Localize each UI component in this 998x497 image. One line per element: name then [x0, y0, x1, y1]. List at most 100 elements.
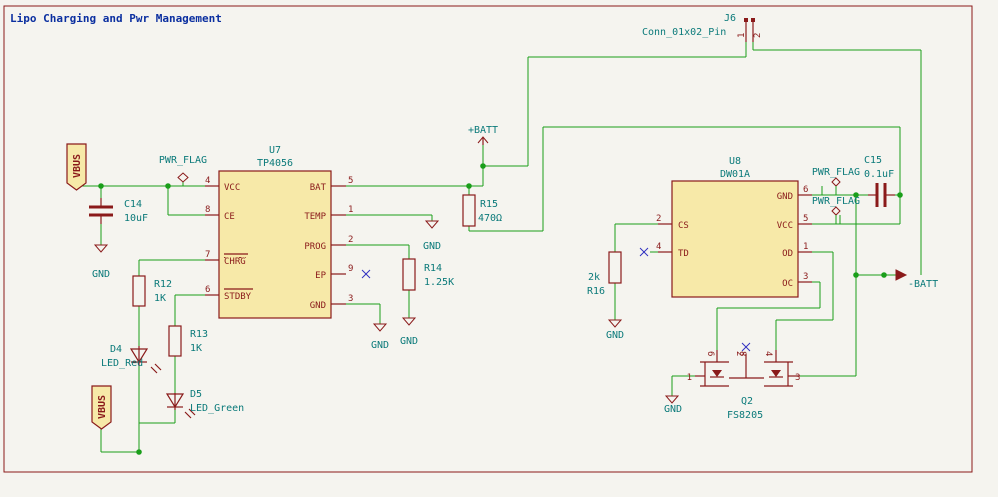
r15-resistor[interactable]: R15 470Ω [462, 194, 502, 227]
q2-pin-6: 6 [705, 351, 715, 356]
gnd-text-2: GND [423, 241, 441, 252]
batt-neg-symbol: -BATT [884, 269, 938, 290]
r15-value: 470Ω [478, 213, 502, 224]
u7-pin-8: 8 [205, 205, 210, 215]
c15-ref: C15 [864, 155, 882, 166]
r14-ref: R14 [424, 263, 442, 274]
u8-dw01a[interactable]: U8 DW01A 2 CS 4 TD 6 GND 5 VCC 1 OD 3 OC [656, 156, 812, 298]
u7-ref: U7 [269, 145, 281, 156]
d5-ref: D5 [190, 389, 202, 400]
c14-ref: C14 [124, 199, 142, 210]
batt-neg-text: -BATT [908, 279, 938, 290]
q2-pin-8: 8 [737, 351, 747, 356]
j6-value: Conn_01x02_Pin [642, 27, 726, 38]
no-connect-td [639, 247, 649, 257]
r12-ref: R12 [154, 279, 172, 290]
u7-tp4056[interactable]: U7 TP4056 4 VCC 8 CE 7 CHRG 6 STDBY 5 BA… [205, 145, 353, 319]
wires [80, 42, 922, 453]
gnd-text-4: GND [400, 336, 418, 347]
gnd-q2: GND [664, 395, 682, 415]
u8-pin-6: 6 [803, 185, 808, 195]
u7-pin-ce: CE [224, 212, 235, 222]
d4-ref: D4 [110, 344, 122, 355]
r13-resistor[interactable]: R13 1K [168, 325, 208, 357]
u8-ref: U8 [729, 156, 741, 167]
c14-value: 10uF [124, 213, 148, 224]
d4-value: LED_Red [101, 358, 143, 369]
u8-pin-vcc: VCC [777, 221, 793, 231]
pwr-flag-text: PWR_FLAG [159, 155, 207, 166]
pwr-flag-vcc-u8: PWR_FLAG [812, 196, 860, 224]
q2-pin-4: 4 [763, 351, 773, 356]
q2-fs8205[interactable]: Q2 FS8205 1 2 3 4 6 8 [687, 350, 801, 421]
q2-pin-3: 3 [795, 373, 800, 383]
pwr-flag-small-text-2: PWR_FLAG [812, 196, 860, 207]
gnd-c14: GND [92, 244, 110, 280]
q2-value: FS8205 [727, 410, 763, 421]
u7-pin-2: 2 [348, 235, 353, 245]
vbus-flag-top: VBUS [66, 143, 87, 191]
vbus-text-top: VBUS [72, 154, 83, 178]
u7-pin-stdby: STDBY [224, 292, 252, 302]
gnd-text-6: GND [664, 404, 682, 415]
u7-pin-3: 3 [348, 294, 353, 304]
d4-led-red[interactable]: D4 LED_Red [101, 344, 162, 374]
u8-pin-4: 4 [656, 242, 661, 252]
sheet-border [3, 5, 973, 473]
u8-pin-oc: OC [782, 279, 793, 289]
r16-ref: R16 [587, 286, 605, 297]
u7-pin-chrg: CHRG [224, 257, 246, 267]
r14-value: 1.25K [424, 277, 454, 288]
u7-pin-4: 4 [205, 176, 210, 186]
gnd-r14: GND [400, 317, 418, 347]
c15-value: 0.1uF [864, 169, 894, 180]
c15-capacitor[interactable]: C15 0.1uF [864, 155, 895, 207]
gnd-temp: GND [423, 220, 441, 252]
gnd-r16: GND [606, 319, 624, 341]
r13-ref: R13 [190, 329, 208, 340]
q2-pin-2: 2 [734, 351, 744, 356]
batt-pos-symbol: +BATT [468, 125, 498, 145]
gnd-text-5: GND [606, 330, 624, 341]
pwr-flag-gnd-u8: PWR_FLAG [812, 167, 860, 195]
u8-pin-5: 5 [803, 214, 808, 224]
r13-value: 1K [190, 343, 202, 354]
u8-pin-3: 3 [803, 272, 808, 282]
c14-capacitor[interactable]: C14 10uF [89, 198, 148, 224]
r12-value: 1K [154, 293, 166, 304]
u8-pin-1: 1 [803, 242, 808, 252]
u8-pin-td: TD [678, 249, 689, 259]
u7-value: TP4056 [257, 158, 293, 169]
vbus-flag-bottom: VBUS [91, 385, 112, 430]
u7-pin-7: 7 [205, 250, 210, 260]
u8-pin-od: OD [782, 249, 793, 259]
r12-resistor[interactable]: R12 1K [132, 275, 172, 307]
u7-pin-5: 5 [348, 176, 353, 186]
gnd-text-1: GND [92, 269, 110, 280]
q2-ref: Q2 [741, 396, 753, 407]
u7-pin-ep: EP [315, 271, 326, 281]
d5-value: LED_Green [190, 403, 244, 414]
u7-pin-vcc: VCC [224, 183, 240, 193]
j6-connector[interactable]: J6 Conn_01x02_Pin 1 2 [642, 13, 763, 42]
vbus-text-bottom: VBUS [97, 395, 108, 419]
u7-pin-bat: BAT [310, 183, 327, 193]
pwr-flag-u7: PWR_FLAG [159, 155, 207, 183]
j6-pin-2: 2 [753, 33, 763, 38]
u8-pin-cs: CS [678, 221, 689, 231]
r14-resistor[interactable]: R14 1.25K [402, 258, 454, 291]
u7-pin-gnd: GND [310, 301, 326, 311]
d5-led-green[interactable]: D5 LED_Green [165, 389, 244, 419]
r16-value: 2k [588, 272, 600, 283]
u7-pin-6: 6 [205, 285, 210, 295]
pwr-flag-small-text-1: PWR_FLAG [812, 167, 860, 178]
q2-pin-1: 1 [687, 373, 692, 383]
r15-ref: R15 [480, 199, 498, 210]
u8-pin-2: 2 [656, 214, 661, 224]
u7-pin-temp: TEMP [304, 212, 326, 222]
no-connect-q2 [741, 342, 751, 352]
u7-pin-9: 9 [348, 264, 353, 274]
no-connect-ep [361, 269, 371, 279]
r16-resistor[interactable]: 2k R16 [587, 251, 622, 297]
